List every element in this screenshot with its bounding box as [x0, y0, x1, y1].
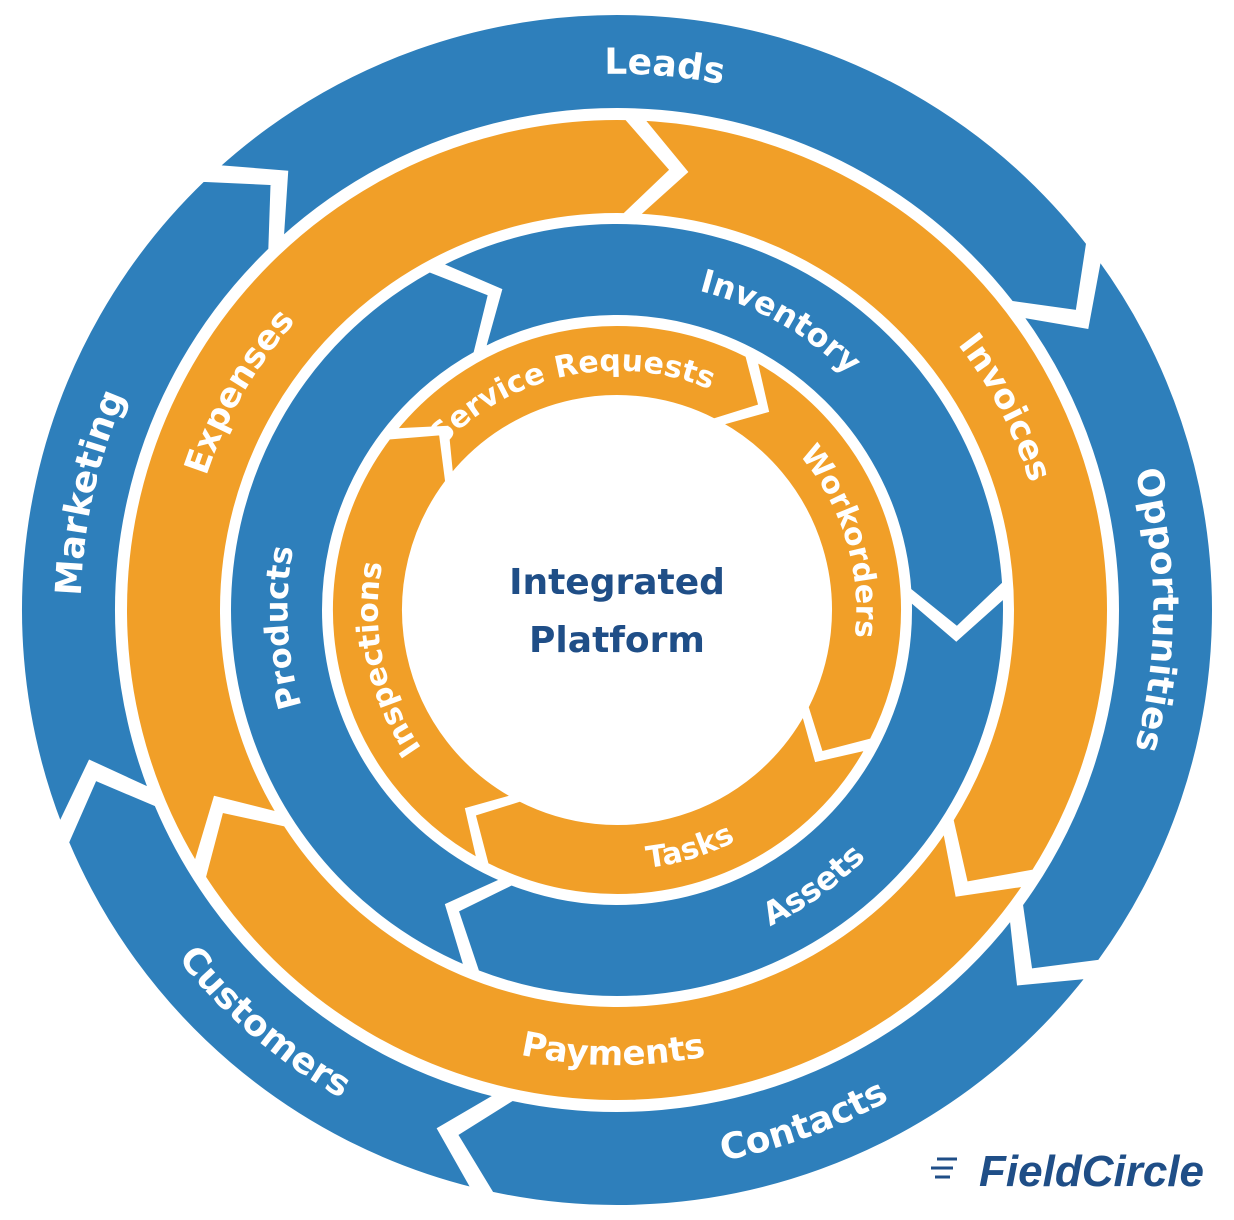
center-title-line-1: Integrated: [509, 562, 725, 603]
outer-segment-customers: [64, 775, 503, 1193]
second-segment-expenses: [123, 116, 675, 870]
outer-segment-contacts: [452, 912, 1093, 1209]
outer-segment-marketing: [18, 177, 275, 830]
third-segment-products: [227, 268, 508, 971]
outer-segment-opportunities: [1016, 253, 1216, 973]
brand-name: FieldCircle: [979, 1147, 1204, 1196]
center-circle: Integrated Platform: [405, 398, 829, 822]
center-title-line-2: Platform: [529, 620, 705, 661]
inner-segment-service-requests: [390, 322, 763, 482]
ring-layer: LeadsOpportunitiesContactsCustomersMarke…: [18, 11, 1216, 1209]
inner-segment-tasks: [471, 707, 872, 898]
third-segment-assets: [454, 591, 1007, 1000]
second-segment-payments: [201, 808, 1030, 1104]
third-segment-inventory: [435, 220, 1007, 632]
inner-ring: Service RequestsWorkordersTasksInspectio…: [329, 322, 905, 898]
inner-segment-workorders: [714, 355, 905, 756]
speed-lines-icon: [931, 1157, 957, 1179]
brand-logo: FieldCircle: [931, 1147, 1204, 1196]
inner-segment-inspections: [329, 431, 520, 865]
outer-segment-leads: [211, 11, 1091, 315]
second-segment-invoices: [632, 116, 1111, 886]
